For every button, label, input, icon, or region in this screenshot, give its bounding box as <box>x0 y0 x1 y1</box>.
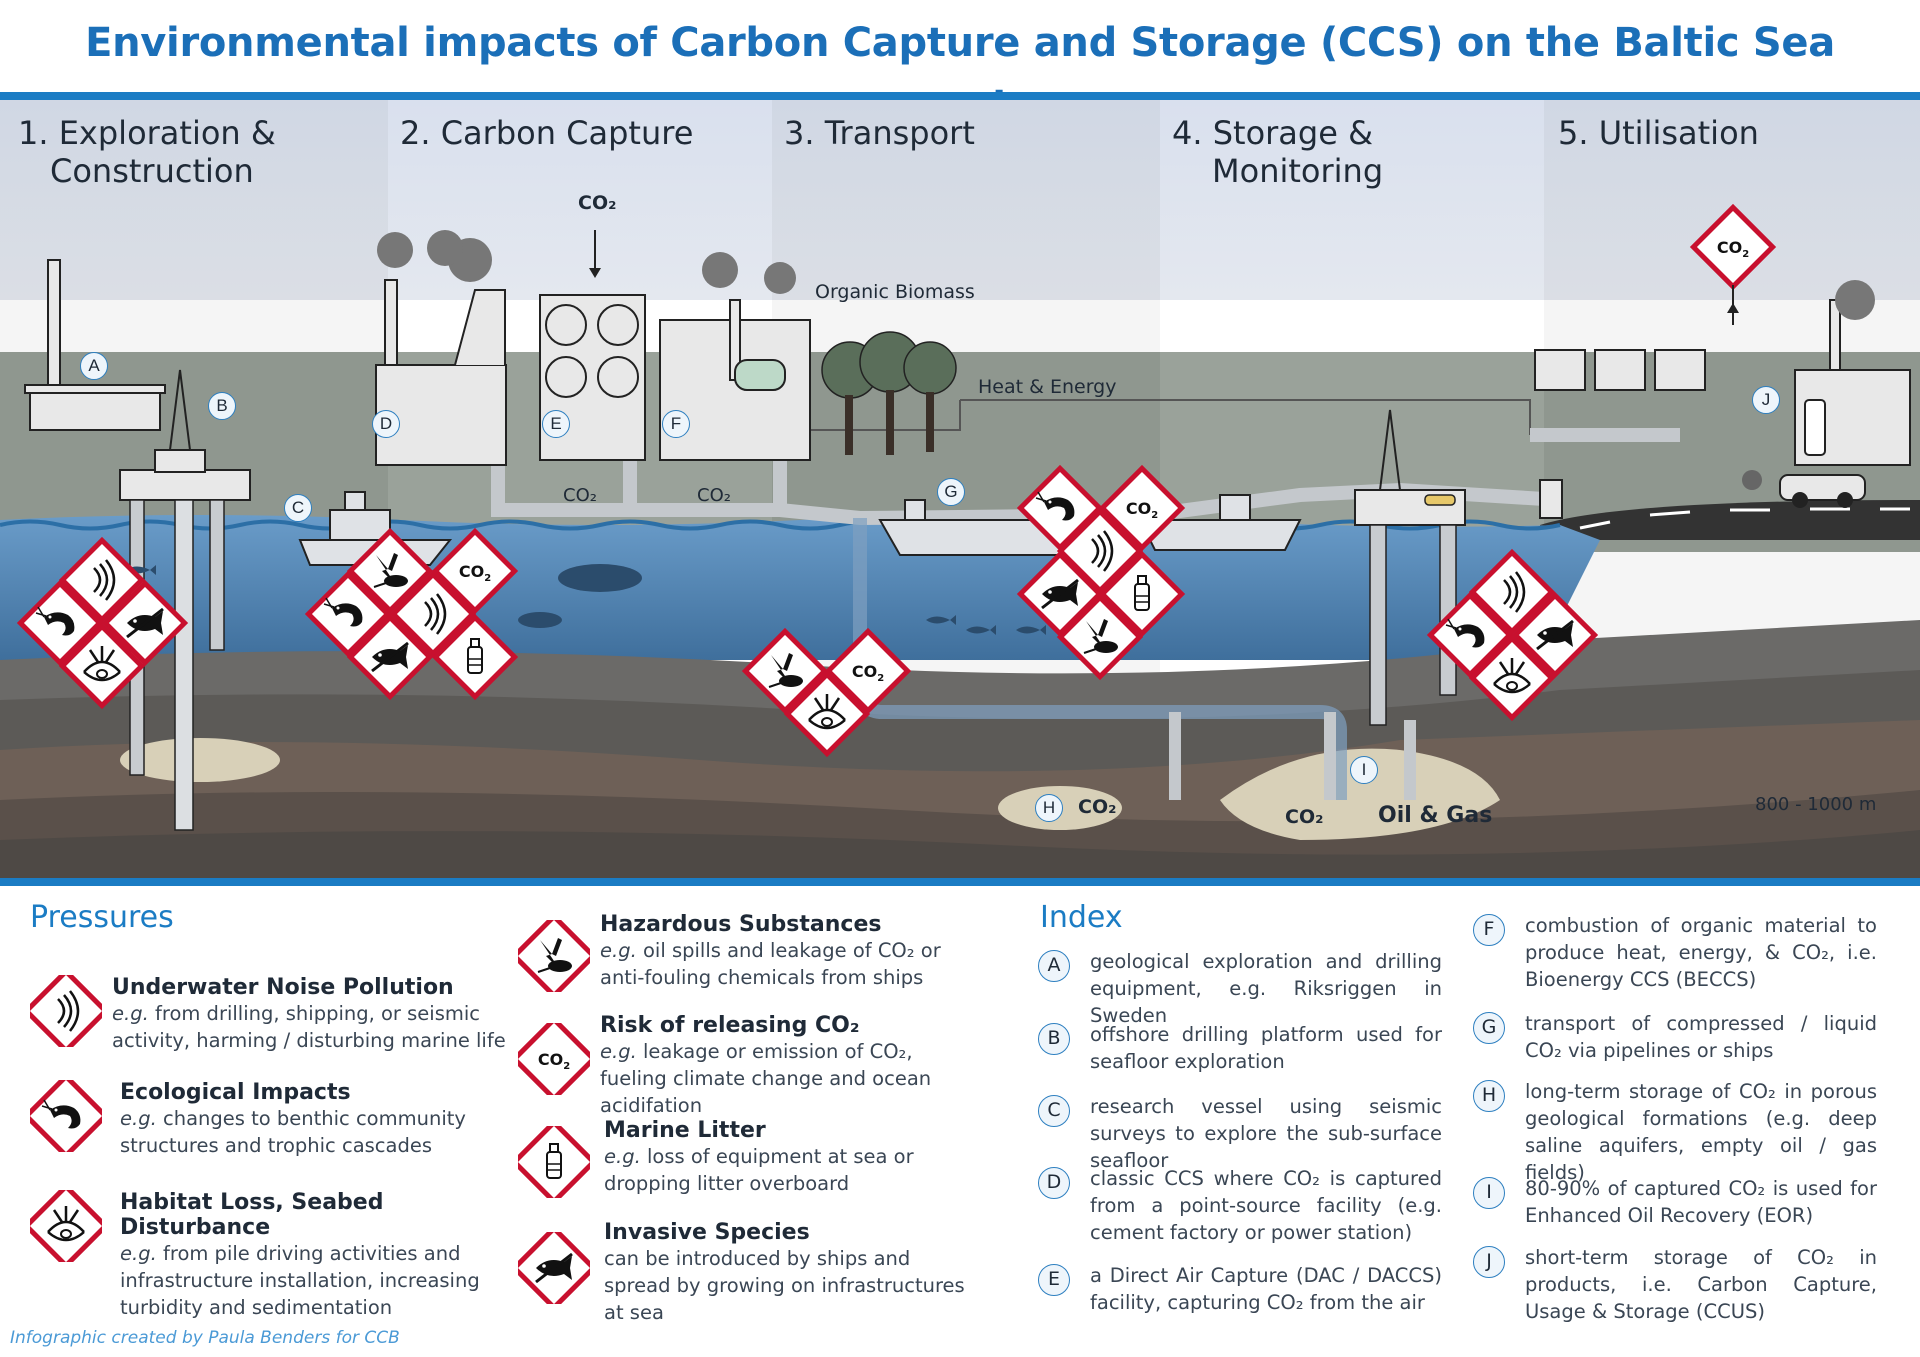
marker-b: B <box>208 392 236 420</box>
cement-factory <box>375 230 507 466</box>
credit-text: Infographic created by Paula Benders for… <box>10 1328 400 1348</box>
index-badge-d: D <box>1038 1167 1070 1199</box>
exploration-rig <box>24 259 166 431</box>
index-item-b: B offshore drilling platform used for se… <box>1038 1021 1442 1075</box>
co2-icon <box>518 1023 590 1095</box>
bioenergy-plant <box>659 252 811 461</box>
index-item-g: G transport of compressed / liquid CO₂ v… <box>1473 1010 1877 1064</box>
ccs-scene: CO2 <box>0 100 1920 878</box>
noise-icon <box>30 975 102 1047</box>
index-badge-f: F <box>1473 914 1505 946</box>
page-title: Environmental impacts of Carbon Capture … <box>85 20 1835 128</box>
index-item-d: D classic CCS where CO₂ is captured from… <box>1038 1165 1442 1246</box>
stage-title-storage: 4. Storage & Monitoring <box>1172 114 1384 190</box>
heat-energy-label: Heat & Energy <box>978 376 1117 398</box>
index-item-h: H long-term storage of CO₂ in porous geo… <box>1473 1078 1877 1186</box>
fuel-pump <box>1539 479 1563 519</box>
car <box>1742 470 1866 508</box>
marker-i: I <box>1350 756 1378 784</box>
bottle-icon <box>518 1126 590 1198</box>
co2-pipe-label-2: CO₂ <box>697 485 731 506</box>
co2-storage-label-i: CO₂ <box>1285 806 1324 828</box>
storage-ship <box>1138 494 1302 551</box>
index-badge-j: J <box>1473 1246 1505 1278</box>
whale-icon <box>558 564 642 592</box>
seal-icon <box>518 612 562 628</box>
marker-d: D <box>372 410 400 438</box>
index-badge-i: I <box>1473 1177 1505 1209</box>
marker-f: F <box>662 410 690 438</box>
stage-title-utilisation: 5. Utilisation <box>1558 114 1759 152</box>
index-item-j: J short-term storage of CO₂ in products,… <box>1473 1244 1877 1325</box>
seabed-icon <box>30 1190 102 1262</box>
index-badge-c: C <box>1038 1095 1070 1127</box>
index-heading: Index <box>1040 900 1123 935</box>
stage-title-exploration: 1. Exploration & Construction <box>18 114 276 190</box>
index-item-c: C research vessel using seismic surveys … <box>1038 1093 1442 1174</box>
marker-a: A <box>80 352 108 380</box>
oil-gas-label: Oil & Gas <box>1378 803 1493 828</box>
utilisation-factory <box>1794 280 1911 466</box>
marker-c: C <box>284 494 312 522</box>
marker-h: H <box>1035 794 1063 822</box>
index-item-a: A geological exploration and drilling eq… <box>1038 948 1442 1029</box>
invasive-icon <box>518 1232 590 1304</box>
stage-title-transport: 3. Transport <box>784 114 975 152</box>
index-badge-a: A <box>1038 950 1070 982</box>
ccs-diagram: CO2 <box>0 100 1920 878</box>
index-item-e: E a Direct Air Capture (DAC / DACCS) fac… <box>1038 1262 1442 1316</box>
index-item-i: I 80-90% of captured CO₂ is used for Enh… <box>1473 1175 1877 1229</box>
storage-platform <box>1354 409 1466 726</box>
marker-j: J <box>1752 386 1780 414</box>
co2-storage-label-h: CO₂ <box>1078 796 1117 818</box>
index-badge-h: H <box>1473 1080 1505 1112</box>
hazard-icon <box>518 920 590 992</box>
marker-g: G <box>937 478 965 506</box>
co2-label-top: CO₂ <box>578 192 617 214</box>
top-divider <box>0 92 1920 100</box>
marker-e: E <box>542 410 570 438</box>
index-badge-e: E <box>1038 1264 1070 1296</box>
index-badge-b: B <box>1038 1023 1070 1055</box>
bottom-divider <box>0 878 1920 886</box>
index-badge-g: G <box>1473 1012 1505 1044</box>
organic-biomass-label: Organic Biomass <box>815 281 975 303</box>
pressures-heading: Pressures <box>30 900 174 935</box>
houses <box>1534 349 1706 391</box>
trees <box>821 331 957 455</box>
shrimp-icon <box>30 1080 102 1152</box>
stage-title-carbon-capture: 2. Carbon Capture <box>400 114 694 152</box>
depth-label: 800 - 1000 m <box>1755 794 1877 815</box>
index-item-f: F combustion of organic material to prod… <box>1473 912 1877 993</box>
co2-pipe-label-1: CO₂ <box>563 485 597 506</box>
